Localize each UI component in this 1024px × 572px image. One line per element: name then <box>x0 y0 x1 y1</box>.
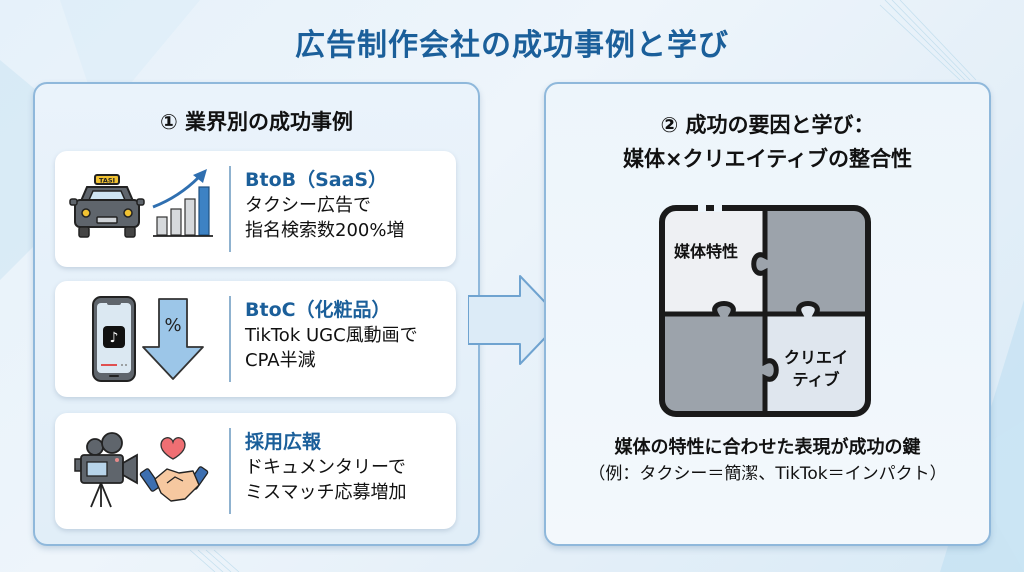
video-camera-icon <box>74 432 138 508</box>
case-card-recruiting: 採用広報 ドキュメンタリーで ミスマッチ応募増加 <box>55 413 456 529</box>
page-title: 広告制作会社の成功事例と学び <box>295 28 729 63</box>
puzzle-icon: 媒体特性 クリエイ ティブ <box>658 204 872 418</box>
summary-example: （例：タクシー＝簡潔、TikTok＝インパクト） <box>588 464 947 484</box>
puzzle-label-creative-line2: ティブ <box>792 370 840 389</box>
case-description-line2: 指名検索数200%増 <box>245 220 405 241</box>
case-category: 採用広報 <box>245 431 322 453</box>
card-divider <box>229 428 231 514</box>
success-factors-panel: ② 成功の要因と学び： 媒体×クリエイティブの整合性 媒体特性 クリエイ ティブ… <box>544 82 991 546</box>
puzzle-label-creative-line1: クリエイ <box>783 348 848 367</box>
svg-text:♪: ♪ <box>110 330 119 346</box>
card-divider <box>229 296 231 382</box>
case-description-line1: TikTok UGC風動画で <box>245 325 418 346</box>
case-category: BtoB（SaaS） <box>245 169 388 191</box>
case-icons: TASI <box>67 161 227 257</box>
summary-main: 媒体の特性に合わせた表現が成功の鍵 <box>614 437 921 458</box>
case-icons <box>67 423 227 519</box>
percent-down-arrow-icon: % <box>142 298 204 380</box>
case-card-btoc: ♪ % BtoC（化粧品） TikTok UGC風動画で CPA半減 <box>55 281 456 397</box>
case-card-btob: TASI <box>55 151 456 267</box>
taxi-sign-text: TASI <box>99 177 115 185</box>
case-description-line2: CPA半減 <box>245 350 316 371</box>
industry-cases-panel: ① 業界別の成功事例 TASI <box>33 82 480 546</box>
handshake-heart-icon <box>139 437 209 502</box>
puzzle-piece-creative <box>765 303 868 414</box>
growth-bar-chart-icon <box>152 169 213 237</box>
summary: 媒体の特性に合わせた表現が成功の鍵 （例：タクシー＝簡潔、TikTok＝インパク… <box>546 435 989 487</box>
heading-line1: ② 成功の要因と学び： <box>660 113 875 137</box>
flow-arrow-icon <box>468 275 563 365</box>
industry-cases-heading: ① 業界別の成功事例 <box>159 110 354 134</box>
case-description-line1: タクシー広告で <box>245 195 371 216</box>
case-description-line1: ドキュメンタリーで <box>245 457 406 478</box>
heading-line2: 媒体×クリエイティブの整合性 <box>623 147 912 171</box>
case-description-line2: ミスマッチ応募増加 <box>245 482 407 503</box>
puzzle-piece-media <box>662 208 765 314</box>
case-icons: ♪ % <box>67 291 227 387</box>
puzzle-label-media: 媒体特性 <box>674 242 739 261</box>
percent-symbol: % <box>164 315 181 336</box>
card-divider <box>229 166 231 252</box>
puzzle-label-creative: クリエイ ティブ <box>776 347 856 391</box>
taxi-icon: TASI <box>69 174 145 238</box>
smartphone-tiktok-icon: ♪ <box>92 296 136 382</box>
success-factors-heading: ② 成功の要因と学び： 媒体×クリエイティブの整合性 <box>546 108 989 176</box>
case-category: BtoC（化粧品） <box>245 299 391 321</box>
